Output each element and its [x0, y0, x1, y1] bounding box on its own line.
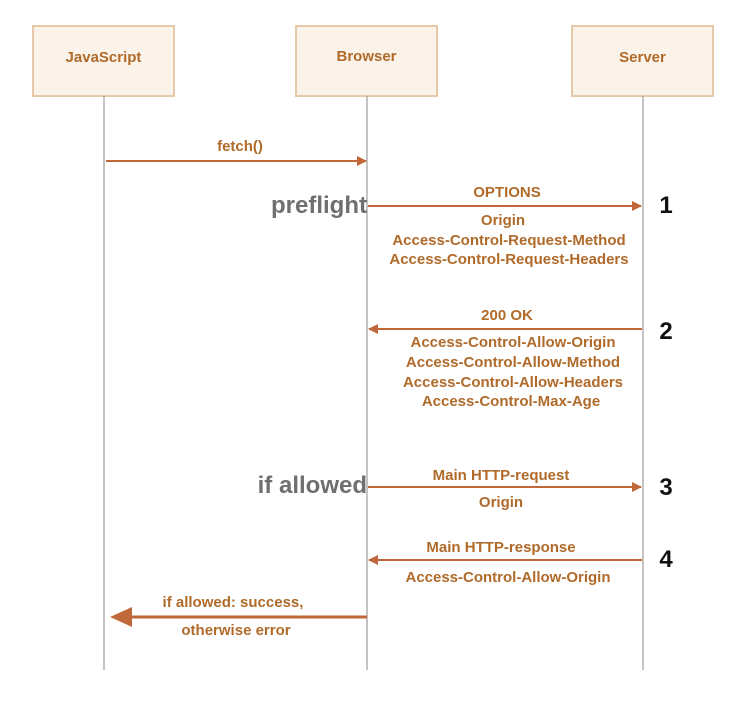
participant-browser: Browser	[295, 25, 438, 97]
message-main-response: Main HTTP-response	[426, 539, 575, 556]
message-fetch: fetch()	[217, 138, 263, 155]
header-aca-origin: Access-Control-Allow-Origin	[410, 334, 615, 351]
arrow-result-head	[110, 607, 132, 627]
message-main-request: Main HTTP-request	[433, 467, 570, 484]
message-options: OPTIONS	[473, 184, 541, 201]
participant-javascript: JavaScript	[32, 25, 175, 97]
participant-label-javascript: JavaScript	[66, 49, 142, 66]
message-200-ok: 200 OK	[481, 307, 533, 324]
step-number-3: 3	[659, 474, 672, 501]
participant-box-javascript	[32, 25, 175, 97]
header-acr-method: Access-Control-Request-Method	[392, 232, 625, 249]
participant-box-server	[571, 25, 714, 97]
step-number-2: 2	[659, 318, 672, 345]
header-origin-main: Origin	[479, 494, 523, 511]
participant-box-browser	[295, 25, 438, 97]
step-number-1: 1	[659, 192, 672, 219]
message-result-line2: otherwise error	[181, 622, 290, 639]
header-acr-headers: Access-Control-Request-Headers	[389, 251, 628, 268]
header-aca-headers: Access-Control-Allow-Headers	[403, 374, 623, 391]
header-origin-request: Origin	[481, 212, 525, 229]
step-number-4: 4	[659, 546, 673, 573]
message-result-line1: if allowed: success,	[163, 594, 304, 611]
participant-label-server: Server	[619, 49, 666, 66]
header-aca-method: Access-Control-Allow-Method	[406, 354, 620, 371]
header-acm-age: Access-Control-Max-Age	[422, 393, 600, 410]
side-label-if-allowed: if allowed	[258, 472, 367, 499]
participant-server: Server	[571, 25, 714, 97]
side-label-preflight: preflight	[271, 192, 367, 219]
participant-label-browser: Browser	[336, 48, 396, 65]
header-aca-origin-response: Access-Control-Allow-Origin	[405, 569, 610, 586]
